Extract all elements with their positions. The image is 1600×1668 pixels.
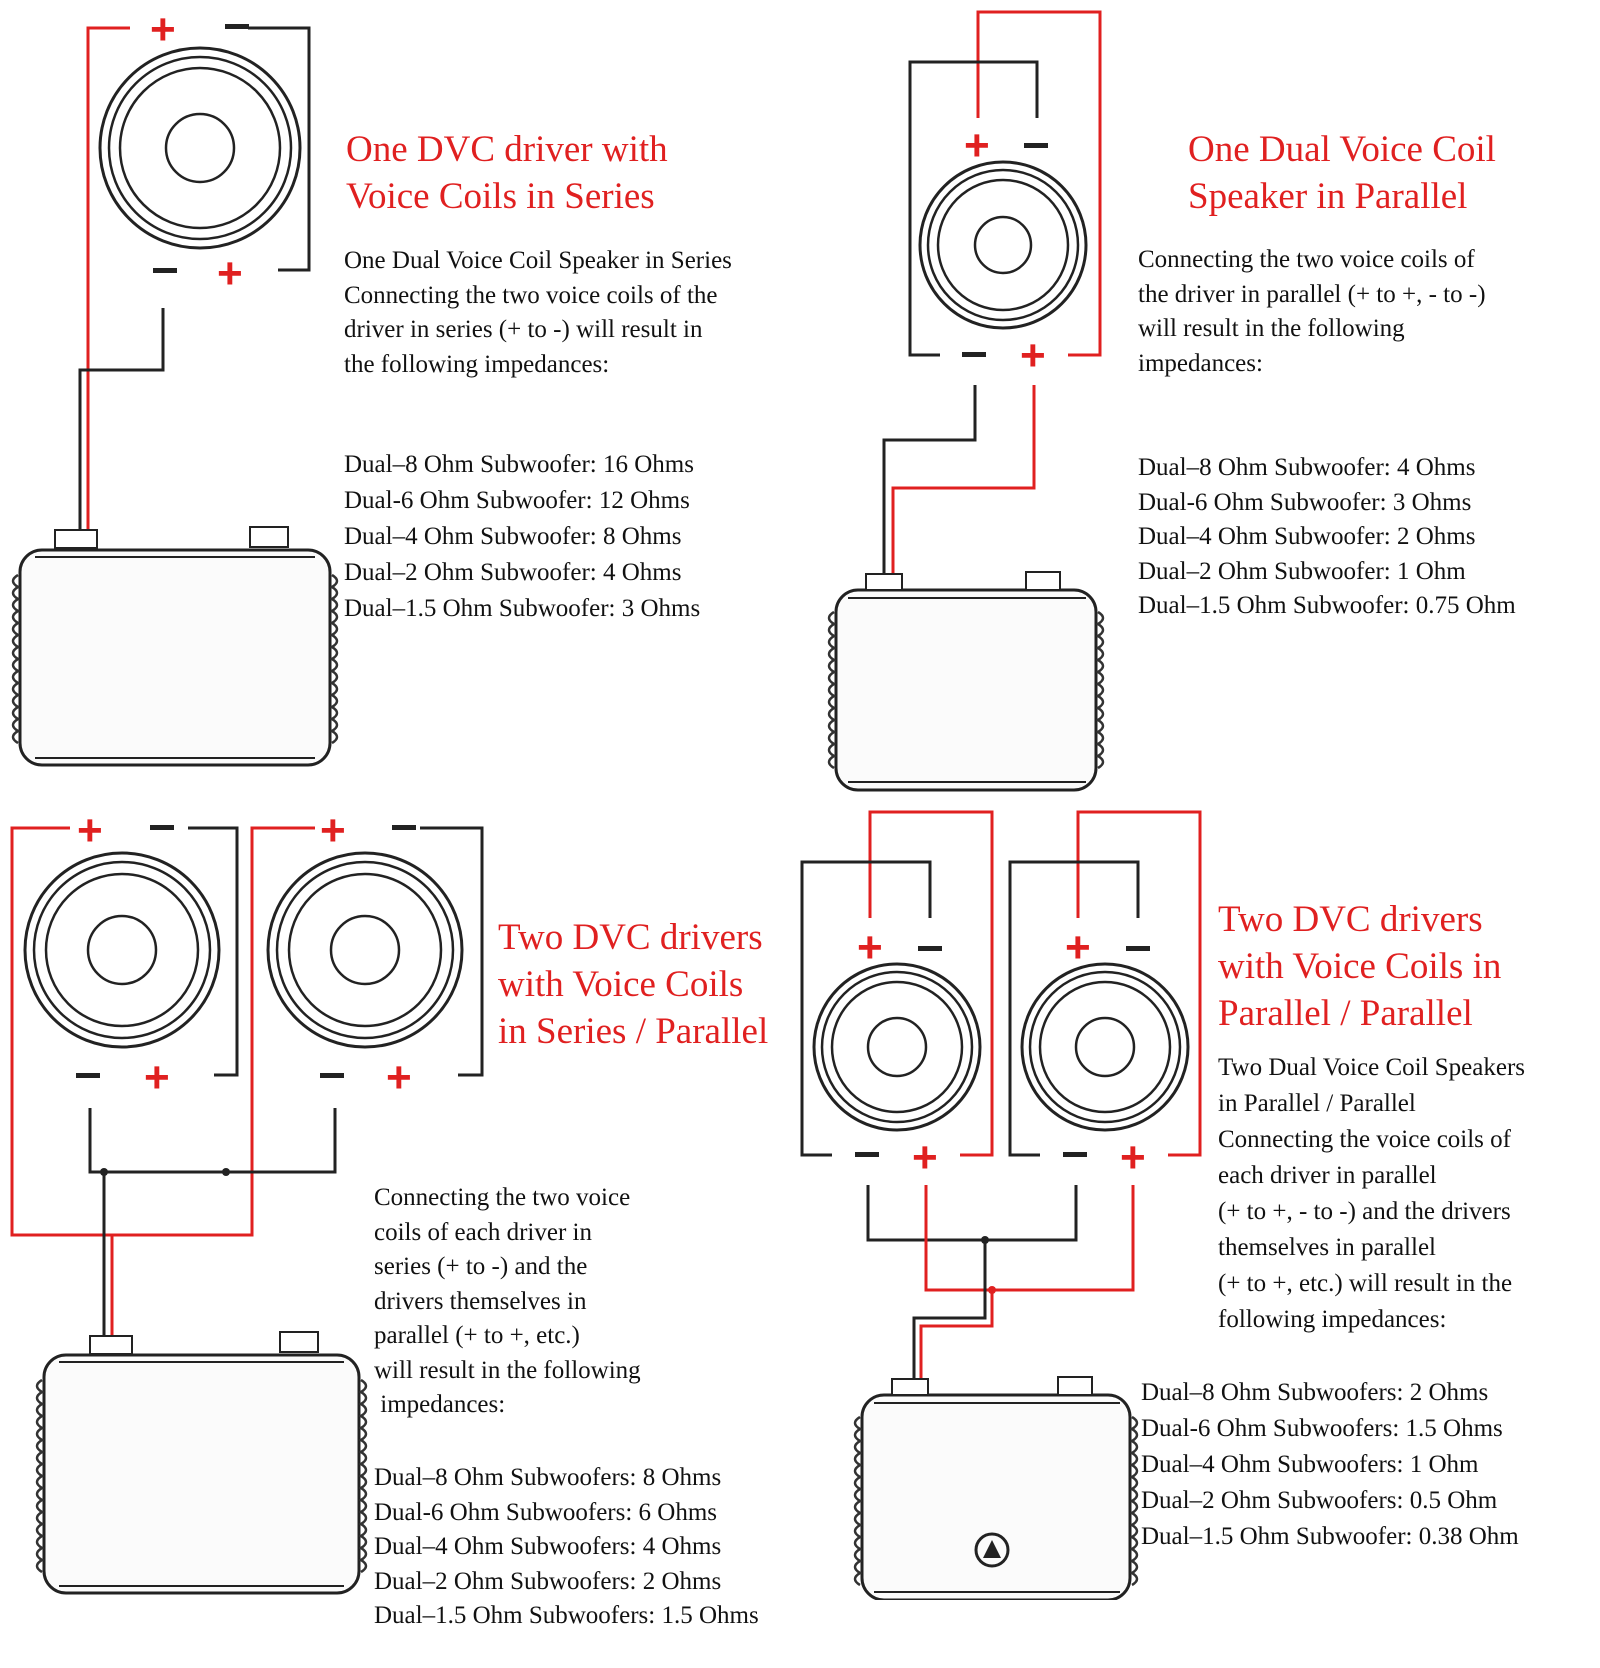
wire-red (919, 1290, 994, 1385)
wire-red (924, 1185, 1135, 1292)
wiring-diagram: + + + + (10, 5, 1202, 1600)
panel-one-dvc-series-graphics: + + (11, 5, 339, 767)
minus-sign (1126, 946, 1150, 951)
plus-sign: + (320, 806, 346, 855)
subwoofer (1020, 962, 1190, 1132)
plus-sign: + (1120, 1133, 1146, 1182)
amplifier (11, 526, 339, 767)
wire-black (188, 826, 239, 1077)
minus-sign (76, 1073, 100, 1078)
polarity-signs: + + + + (855, 923, 1150, 1182)
minus-sign (1063, 1152, 1087, 1157)
wire-red (1076, 810, 1202, 1157)
plus-sign: + (964, 121, 990, 170)
wire-red (891, 385, 1036, 580)
plus-sign: + (912, 1133, 938, 1182)
minus-sign (392, 825, 416, 830)
minus-sign (153, 268, 177, 273)
wire-black (800, 860, 932, 1157)
minus-sign (150, 825, 174, 830)
subwoofer (266, 851, 464, 1049)
wire-black (882, 385, 977, 580)
subwoofer (812, 962, 982, 1132)
wire-black (88, 1108, 337, 1174)
wire-red (10, 826, 315, 1237)
minus-sign (225, 24, 249, 29)
plus-sign: + (150, 5, 176, 54)
wire-black (908, 60, 1039, 357)
plus-sign: + (144, 1053, 170, 1102)
wire-red (976, 10, 1102, 357)
amplifier (35, 1331, 368, 1595)
plus-sign: + (1065, 923, 1091, 972)
wire-black (1008, 860, 1140, 1157)
polarity-signs: + + (962, 121, 1048, 380)
wire-red (86, 26, 130, 535)
wire-black (420, 826, 484, 1077)
subwoofer (918, 160, 1088, 330)
amplifier (827, 571, 1105, 792)
panel-two-dvc-series-parallel-graphics: + + + + (10, 806, 484, 1595)
panel-one-dvc-parallel-graphics: + + (827, 10, 1105, 792)
panel-two-dvc-parallel-parallel-graphics: + + + + (800, 810, 1202, 1600)
wire-black (78, 308, 165, 535)
logo-icon (974, 1532, 1010, 1568)
minus-sign (855, 1152, 879, 1157)
subwoofer (23, 851, 221, 1049)
plus-sign: + (217, 249, 243, 298)
polarity-signs: + + (150, 5, 249, 298)
minus-sign (962, 352, 986, 357)
amplifier (853, 1376, 1139, 1600)
plus-sign: + (1020, 331, 1046, 380)
wire-black (912, 1240, 987, 1385)
plus-sign: + (857, 923, 883, 972)
wire-red (868, 810, 994, 1157)
minus-sign (918, 946, 942, 951)
minus-sign (1024, 143, 1048, 148)
plus-sign: + (386, 1053, 412, 1102)
subwoofer (98, 46, 302, 250)
wire-black (866, 1185, 1078, 1242)
polarity-signs: + + + + (76, 806, 416, 1102)
plus-sign: + (77, 806, 103, 855)
wire-black (248, 26, 311, 272)
minus-sign (320, 1073, 344, 1078)
